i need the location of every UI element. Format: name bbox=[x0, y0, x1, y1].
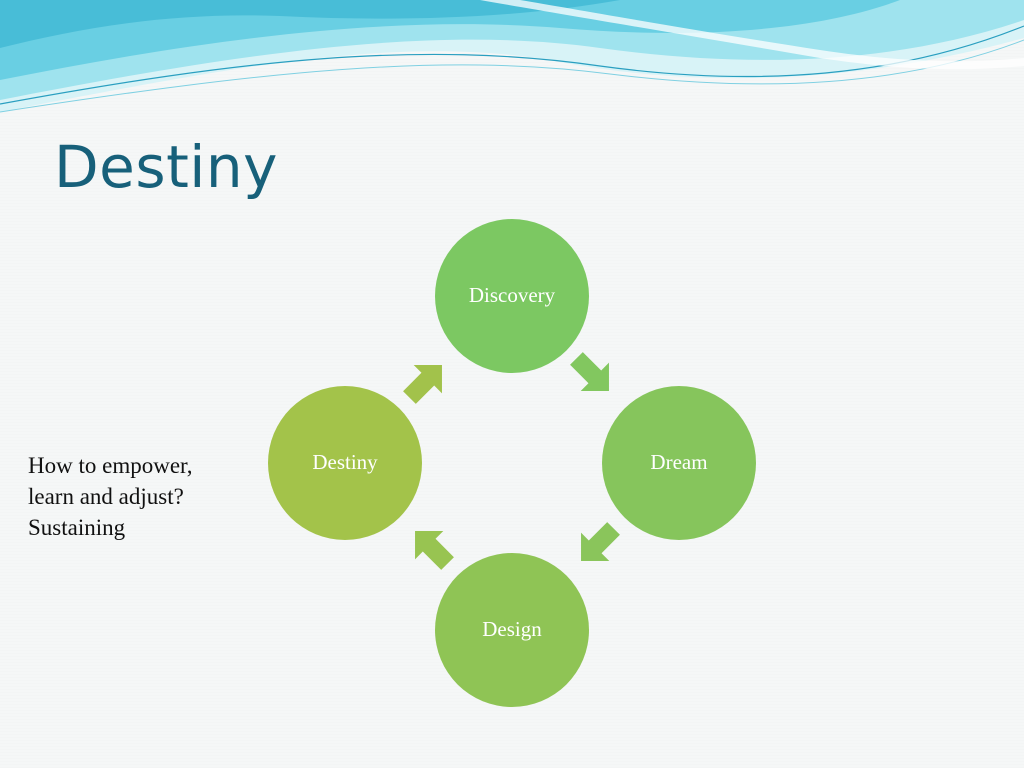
arrow-shape bbox=[415, 531, 454, 570]
wave-white-streak bbox=[480, 0, 1024, 70]
node-dream: Dream bbox=[602, 386, 756, 540]
wave-top bbox=[0, 0, 620, 48]
node-circle bbox=[602, 386, 756, 540]
node-label: Design bbox=[482, 617, 542, 641]
arrow-shape bbox=[403, 365, 442, 404]
side-note-line: Sustaining bbox=[28, 515, 126, 540]
node-circle bbox=[435, 553, 589, 707]
arrow-destiny-to-discovery bbox=[403, 365, 442, 404]
arrow-shape bbox=[581, 522, 620, 561]
arrow-dream-to-design bbox=[581, 522, 620, 561]
slide-title: Destiny bbox=[54, 133, 279, 201]
node-circle bbox=[435, 219, 589, 373]
node-design: Design bbox=[435, 553, 589, 707]
node-label: Discovery bbox=[469, 283, 556, 307]
side-note: How to empower, learn and adjust? Sustai… bbox=[28, 450, 248, 543]
side-note-line: How to empower, bbox=[28, 453, 193, 478]
wave-front bbox=[0, 0, 900, 80]
arrow-design-to-destiny bbox=[415, 531, 454, 570]
arrow-shape bbox=[570, 352, 609, 391]
node-label: Destiny bbox=[312, 450, 378, 474]
node-circle bbox=[268, 386, 422, 540]
arrow-discovery-to-dream bbox=[570, 352, 609, 391]
node-destiny: Destiny bbox=[268, 386, 422, 540]
side-note-line: learn and adjust? bbox=[28, 484, 184, 509]
header-wave-decoration bbox=[0, 0, 1024, 113]
node-label: Dream bbox=[650, 450, 707, 474]
node-discovery: Discovery bbox=[435, 219, 589, 373]
wave-line-2 bbox=[0, 39, 1024, 113]
